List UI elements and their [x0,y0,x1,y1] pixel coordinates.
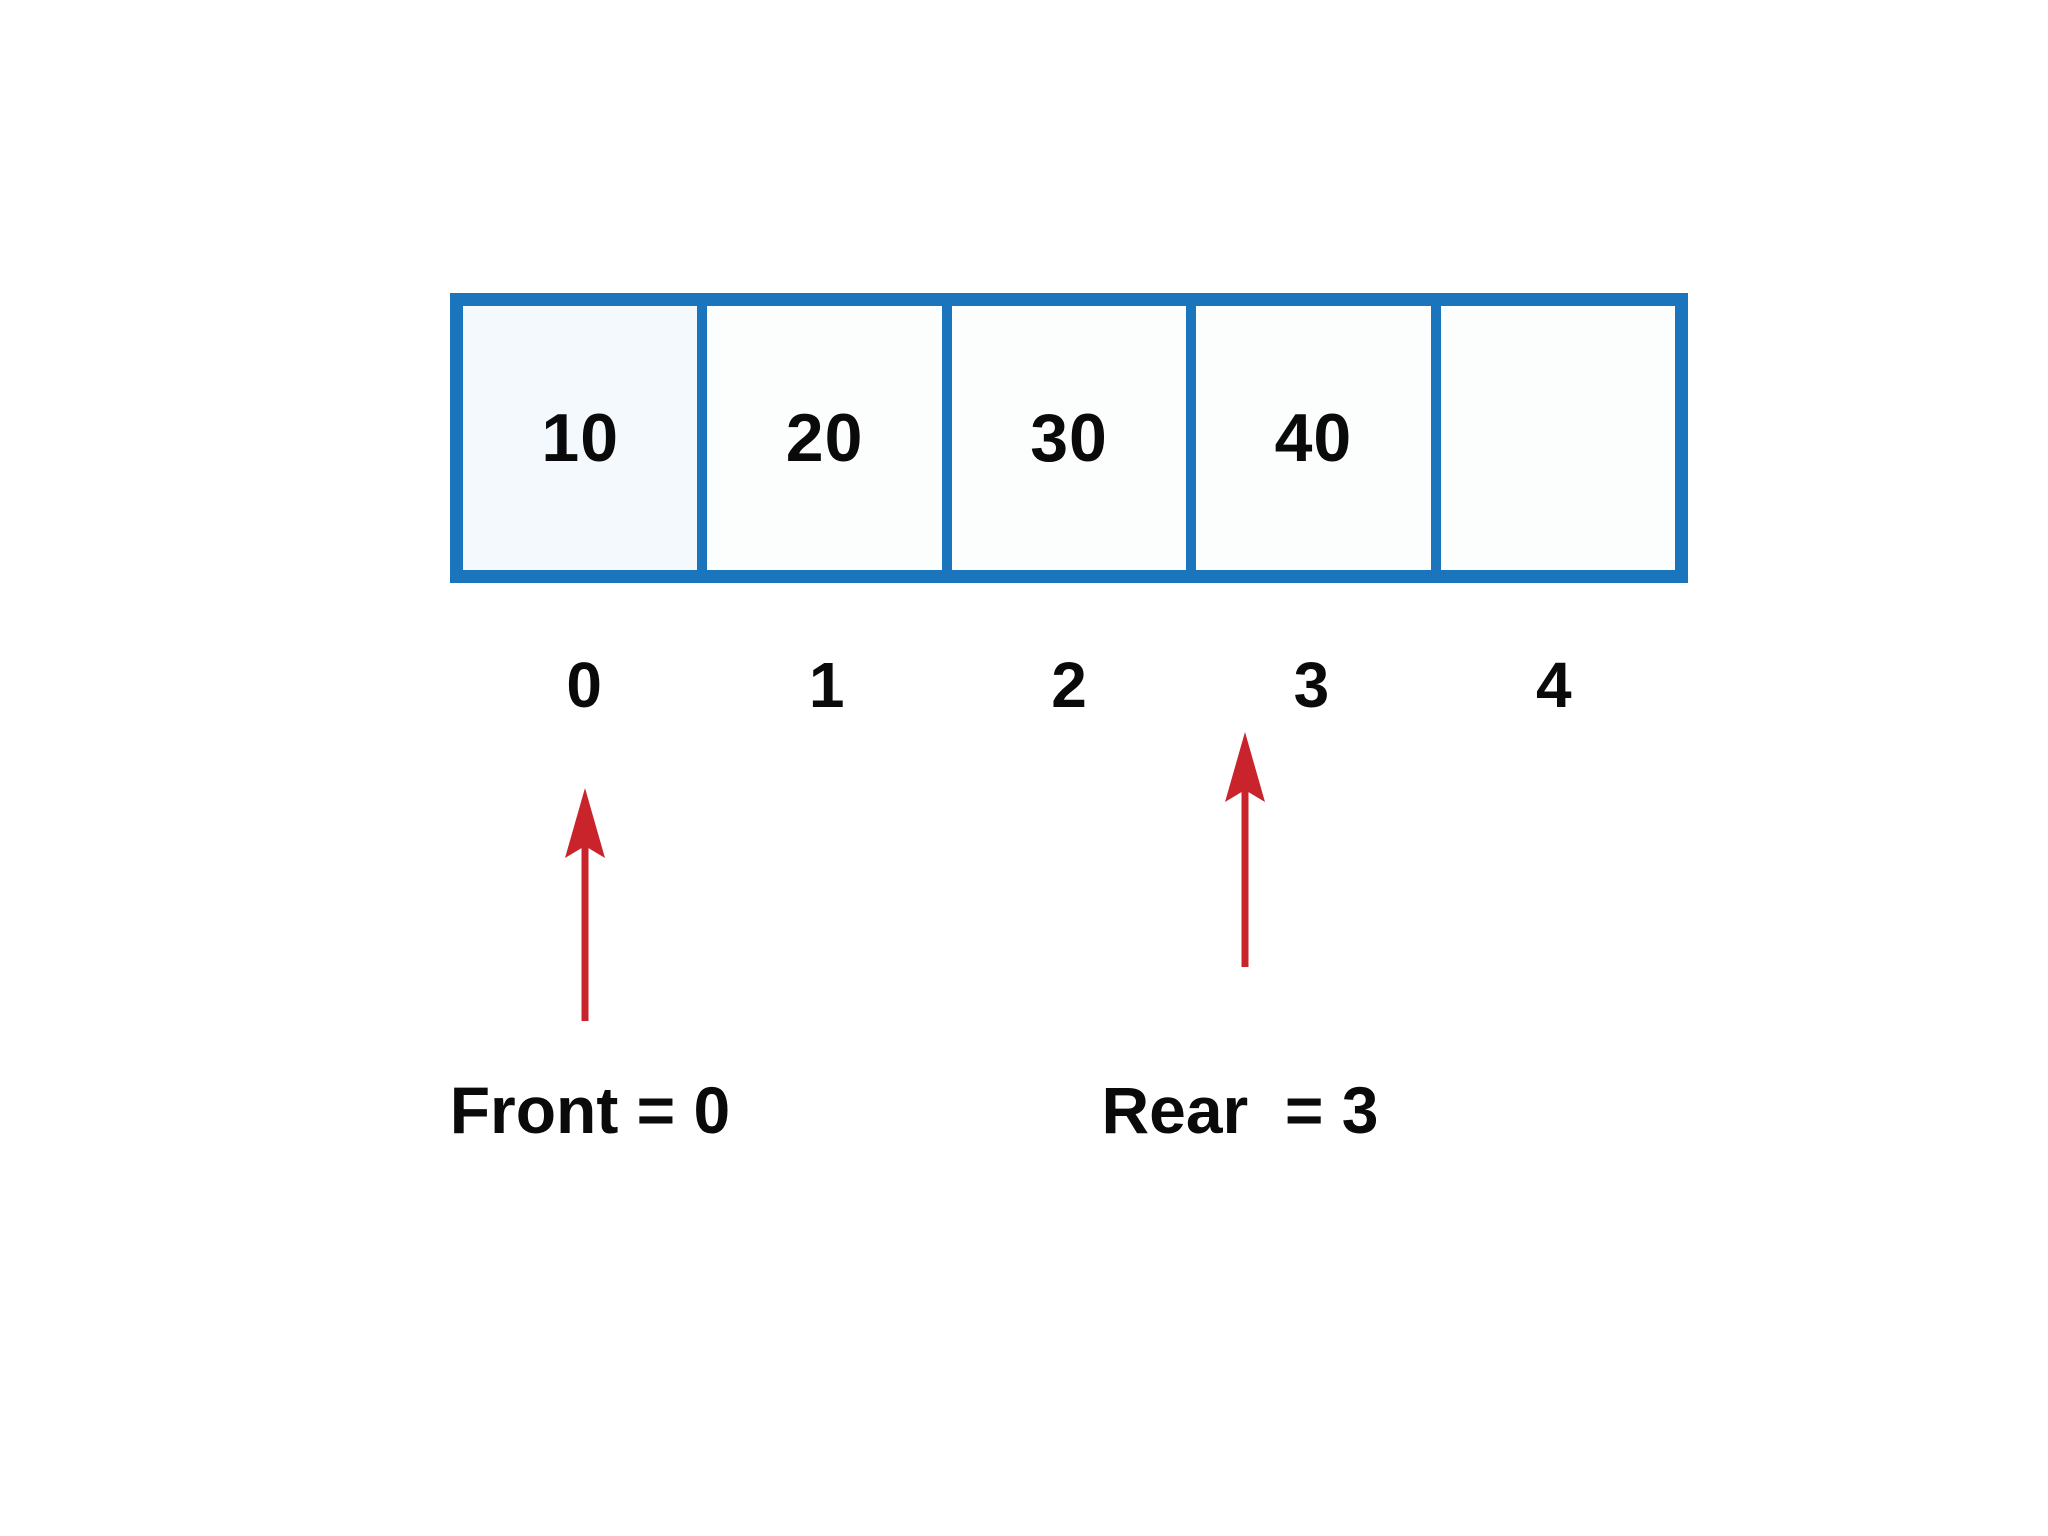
index-label: 4 [1536,648,1572,721]
rear-arrow-icon [1225,732,1265,967]
array-cell [1430,306,1676,570]
cell-value: 30 [1030,400,1108,476]
cell-value: 20 [785,400,864,476]
index-row: 0 1 2 3 4 [450,632,1688,737]
rear-pointer-label: Rear = 3 [1101,1073,1379,1147]
array-cell: 10 [463,306,698,570]
index-label: 2 [1051,648,1087,721]
index-label: 0 [566,648,602,721]
array-cell: 40 [1186,306,1431,570]
array-cell: 20 [697,306,942,570]
index-label: 3 [1293,648,1330,721]
cell-value: 40 [1274,400,1353,476]
array-row: 10 20 30 40 [450,293,1688,583]
index-label: 1 [808,648,845,721]
array-cell: 30 [941,306,1187,570]
cell-value: 10 [541,400,620,476]
front-arrow-icon [565,788,605,1021]
front-pointer-label: Front = 0 [449,1073,731,1147]
